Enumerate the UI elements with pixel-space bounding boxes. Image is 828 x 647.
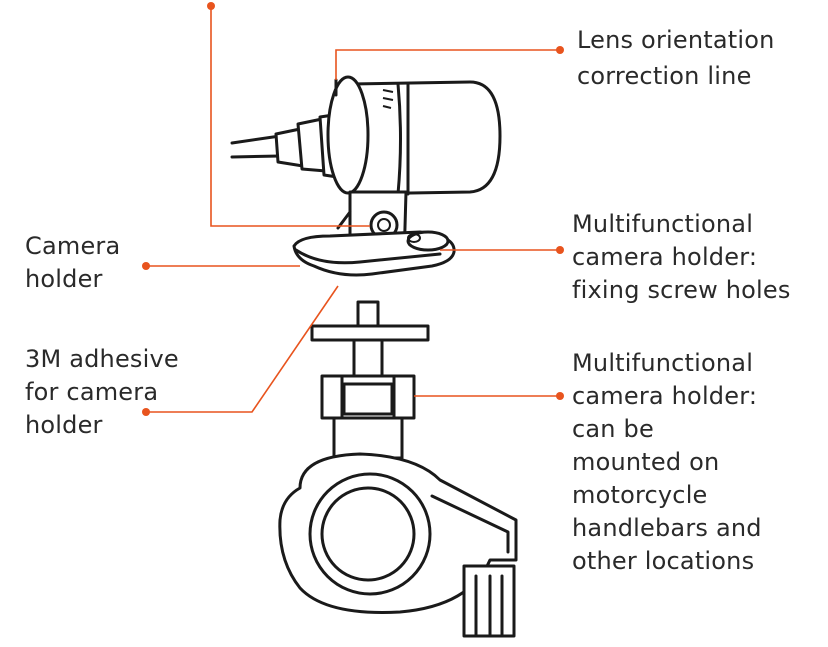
label-3m-adhesive: 3M adhesive for camera holder	[25, 345, 179, 439]
camera-body	[326, 75, 502, 196]
leader-dot-top	[207, 2, 215, 10]
leader-dot-mount	[556, 392, 564, 400]
camera-holder-bracket	[292, 190, 456, 277]
label-lens-orientation: Lens orientation correction line	[577, 26, 775, 90]
leader-lines	[142, 2, 564, 416]
leader-top	[210, 6, 370, 227]
label-camera-holder: Camera holder	[25, 232, 121, 293]
leader-lens	[335, 49, 560, 80]
leader-dot-adhesive	[142, 408, 150, 416]
leader-adhesive	[146, 285, 339, 413]
leader-dot-camera-holder	[142, 262, 150, 270]
leader-dot-screw	[556, 246, 564, 254]
label-handlebar-mount: Multifunctional camera holder: can be mo…	[572, 349, 762, 575]
label-fixing-screw-holes: Multifunctional camera holder: fixing sc…	[572, 210, 791, 304]
leader-dot-lens	[556, 46, 564, 54]
handlebar-mount	[278, 300, 518, 638]
